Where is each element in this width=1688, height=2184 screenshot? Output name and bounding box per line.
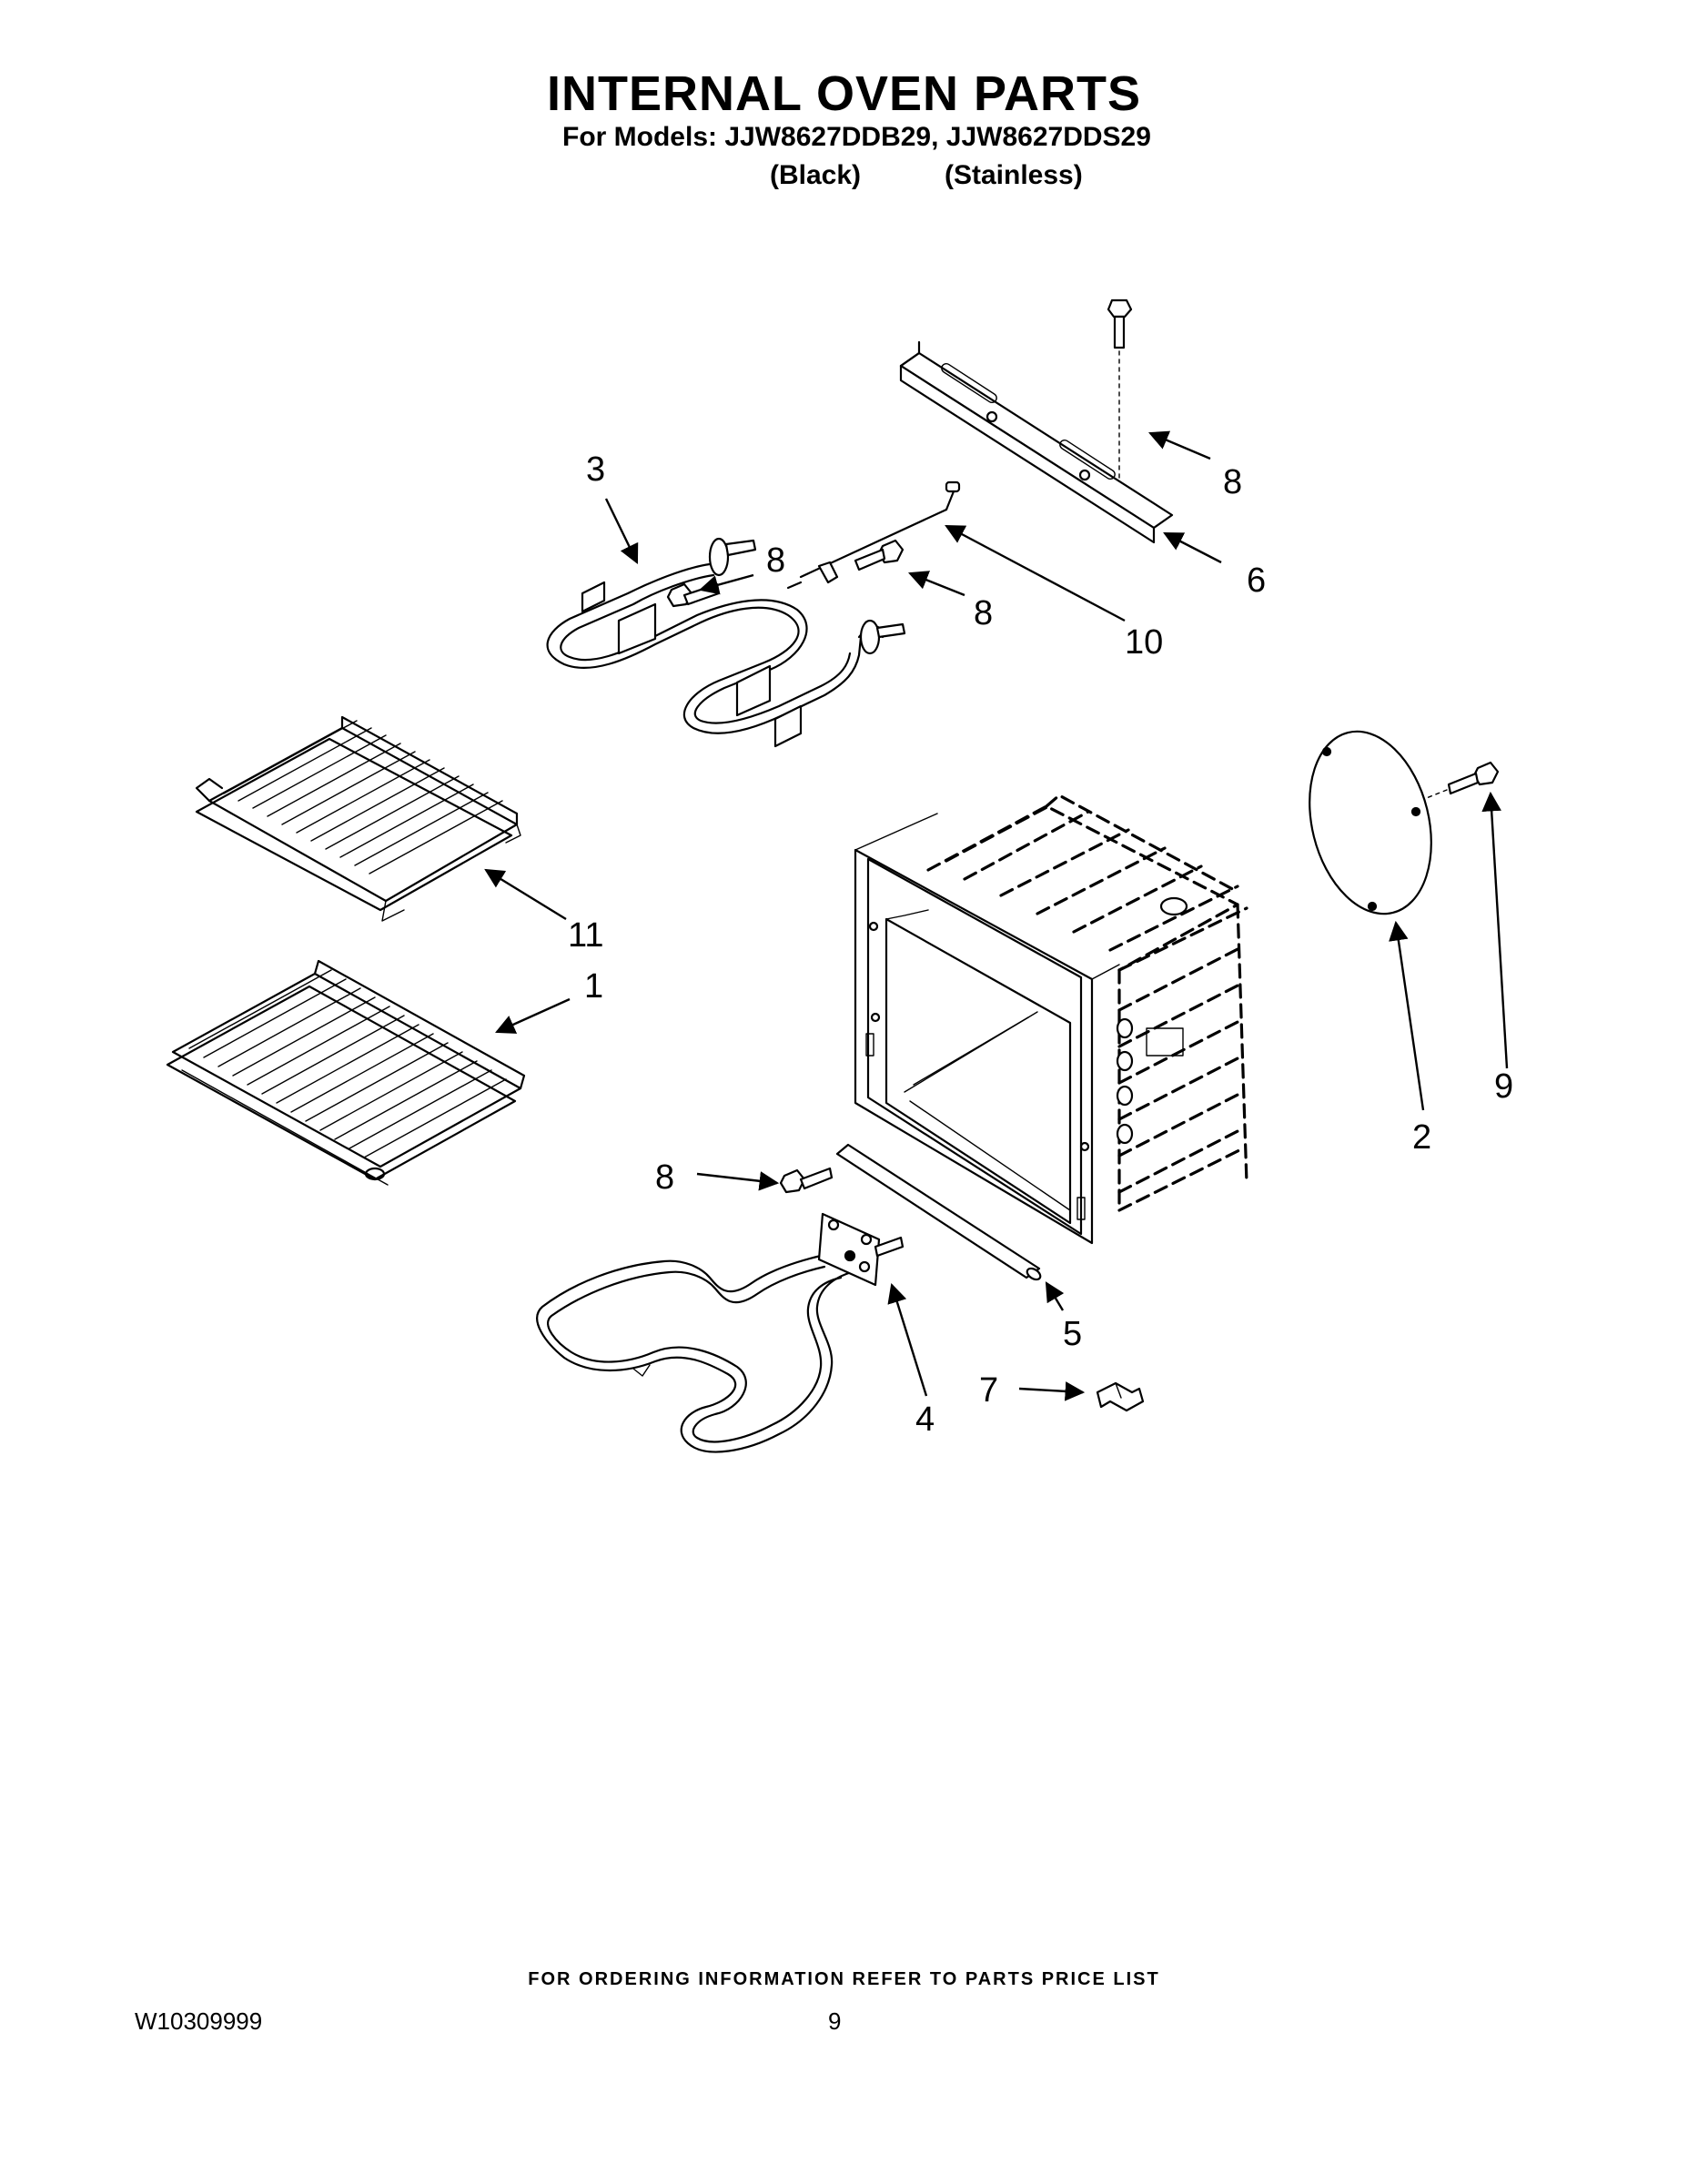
models-line: For Models: JJW8627DDB29, JJW8627DDS29 bbox=[562, 122, 1151, 152]
screw-top-right bbox=[1107, 298, 1133, 483]
leader-5 bbox=[1045, 1281, 1065, 1311]
variant-stainless-label: (Stainless) bbox=[945, 160, 1083, 190]
leader-8b bbox=[907, 571, 965, 597]
leader-4 bbox=[887, 1282, 928, 1397]
screw-cover-plate bbox=[1419, 761, 1500, 802]
part-4-bake-element bbox=[536, 1212, 905, 1453]
leader-2 bbox=[1389, 920, 1425, 1111]
part-1-lower-rack bbox=[166, 959, 526, 1186]
part-6-bracket bbox=[899, 340, 1174, 544]
document-number: W10309999 bbox=[135, 2007, 263, 2035]
callout-2: 2 bbox=[1412, 1118, 1431, 1157]
callout-10: 10 bbox=[1125, 623, 1163, 662]
leader-9 bbox=[1481, 791, 1509, 1069]
callout-3: 3 bbox=[586, 450, 605, 489]
oven-cavity bbox=[854, 794, 1248, 1245]
callout-4: 4 bbox=[915, 1400, 935, 1439]
part-11-upper-rack bbox=[195, 715, 521, 922]
screw-bake-element bbox=[779, 1167, 834, 1194]
part-10-sensor bbox=[786, 480, 961, 590]
leader-8d bbox=[696, 1171, 780, 1191]
leader-7 bbox=[1018, 1381, 1086, 1401]
leader-8a bbox=[698, 573, 754, 595]
variant-black-label: (Black) bbox=[770, 160, 862, 190]
page-number: 9 bbox=[828, 2007, 842, 2035]
part-5-tube bbox=[835, 1143, 1042, 1281]
callout-11: 11 bbox=[568, 916, 603, 955]
part-7-clip bbox=[1096, 1381, 1145, 1412]
part-3-broil-element bbox=[546, 537, 906, 748]
callout-6: 6 bbox=[1247, 561, 1266, 600]
callout-7: 7 bbox=[979, 1371, 998, 1410]
callout-1: 1 bbox=[584, 967, 603, 1006]
leader-6 bbox=[1163, 531, 1222, 564]
ordering-note: FOR ORDERING INFORMATION REFER TO PARTS … bbox=[528, 1969, 1160, 1989]
callout-8a: 8 bbox=[766, 541, 785, 580]
callout-8d: 8 bbox=[655, 1158, 674, 1197]
leader-10 bbox=[945, 524, 1126, 622]
callout-8c: 8 bbox=[1223, 463, 1242, 501]
leader-8c bbox=[1148, 430, 1211, 460]
leader-1 bbox=[495, 997, 571, 1034]
callout-9: 9 bbox=[1494, 1067, 1513, 1106]
page-title: INTERNAL OVEN PARTS bbox=[546, 66, 1142, 121]
screw-sensor bbox=[854, 539, 905, 571]
leader-3 bbox=[604, 498, 639, 564]
part-2-cover-plate bbox=[1309, 730, 1432, 915]
callout-8b: 8 bbox=[974, 594, 993, 632]
leader-11 bbox=[484, 868, 567, 921]
callout-5: 5 bbox=[1063, 1315, 1082, 1353]
